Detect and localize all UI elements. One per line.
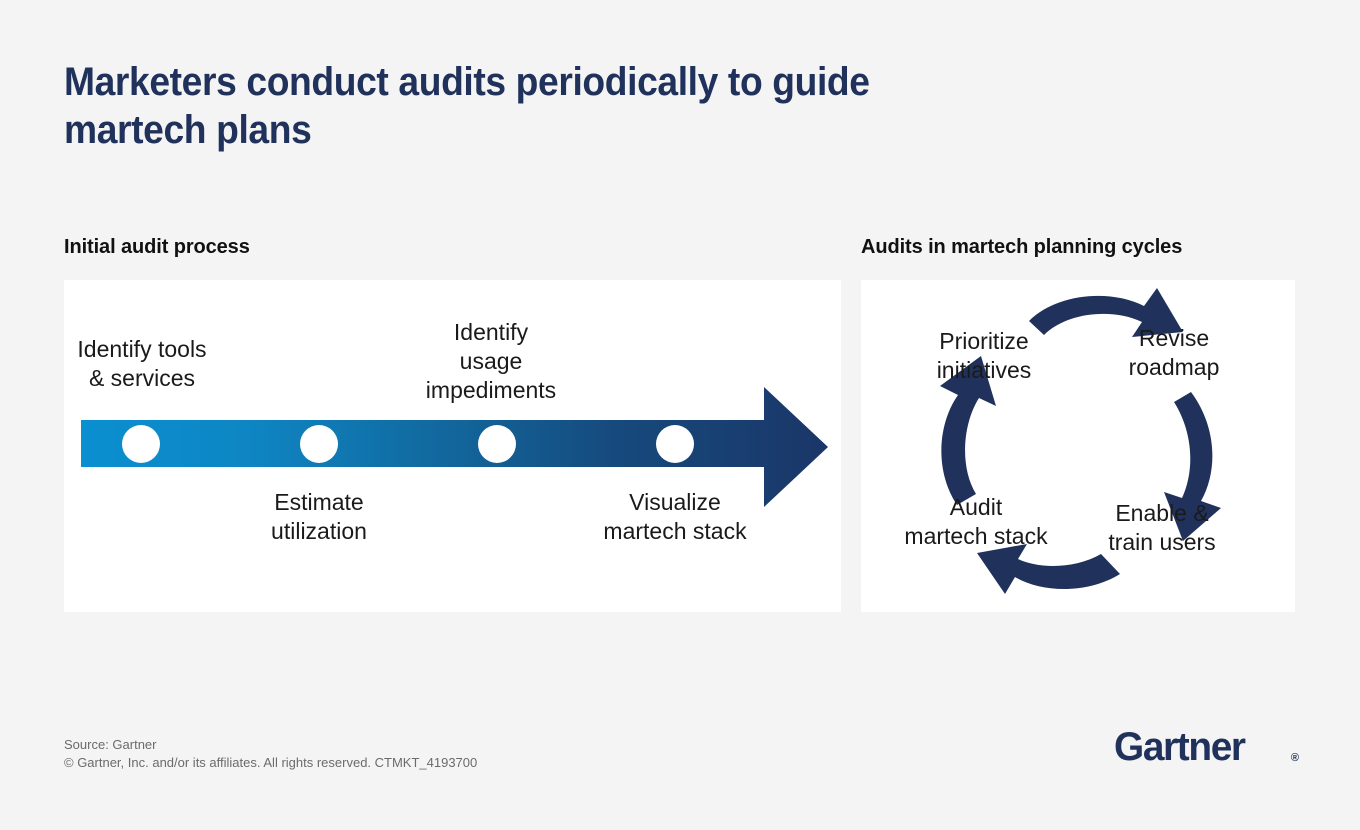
step-marker-2 [300, 425, 338, 463]
footer-source-text: Source: Gartner © Gartner, Inc. and/or i… [64, 737, 478, 770]
cycle-arrow-bottom [977, 544, 1120, 594]
step-label-visualize-martech-stack: Visualize martech stack [603, 489, 747, 544]
cycle-label-revise-roadmap: Revise roadmap [1128, 325, 1220, 380]
martech-planning-cycle-card [861, 280, 1295, 612]
registered-trademark-icon: ® [1290, 752, 1299, 764]
planning-cycle-graphic [940, 288, 1221, 594]
step-marker-1 [122, 425, 160, 463]
arrow-shape [81, 387, 828, 507]
step-marker-4 [656, 425, 694, 463]
step-marker-3 [478, 425, 516, 463]
cycle-arrow-right [1164, 392, 1221, 541]
left-panel-heading: Initial audit process [64, 236, 250, 258]
page-title: Marketers conduct audits periodically to… [64, 60, 870, 152]
right-panel-heading: Audits in martech planning cycles [861, 236, 1183, 258]
gartner-logo: Gartner ® [1114, 724, 1300, 770]
process-arrow-graphic [81, 387, 828, 507]
cycle-arrow-left [940, 356, 996, 505]
gartner-logo-text: Gartner [1114, 725, 1246, 769]
cycle-label-enable-train-users: Enable & train users [1108, 500, 1216, 555]
cycle-label-prioritize-initiatives: Prioritize initiatives [936, 328, 1032, 383]
cycle-label-audit-martech-stack: Audit martech stack [904, 494, 1048, 549]
step-label-identify-tools: Identify tools & services [77, 336, 207, 391]
step-label-estimate-utilization: Estimate utilization [271, 489, 367, 544]
step-label-identify-usage-impediments: Identify usage impediments [425, 319, 557, 403]
cycle-arrow-top [1029, 288, 1183, 337]
